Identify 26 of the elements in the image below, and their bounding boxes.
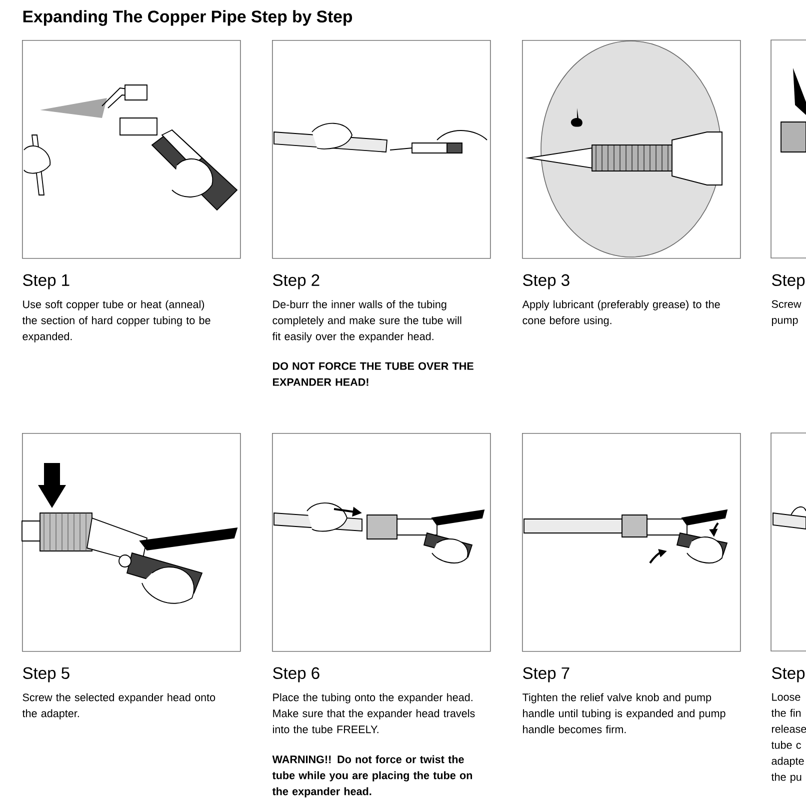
- step-heading: Step 2: [273, 274, 320, 290]
- step-heading: Step: [772, 667, 805, 682]
- step-heading: Step 7: [523, 667, 570, 682]
- step-heading: Step 6: [273, 667, 320, 682]
- picture-frame: [22, 40, 241, 259]
- instruction-text: Screw the selected expander head onto the adapter.: [22, 693, 216, 720]
- step-heading: Step 1: [23, 274, 70, 290]
- instruction-text: Tighten the relief valve knob and pump handle until tubing is expanded and pump handle becomes firm.: [522, 693, 726, 734]
- picture-frame: [22, 433, 241, 652]
- instruction-text: De-burr the inner walls of the tubing completely and make sure the tube will fit easily over the expander head.: [272, 300, 462, 342]
- warning-text: WARNING!! Do not force or twist the tube while you are placing the tube on the expander head.: [272, 755, 472, 798]
- picture-frame: [272, 433, 491, 652]
- picture-frame: [770, 40, 806, 258]
- title: Expanding The Copper Pipe Step by Step: [23, 10, 352, 26]
- instruction-text: Use soft copper tube or heat (anneal) the section of hard copper tubing to be expanded.: [22, 300, 210, 342]
- instruction-text: Place the tubing onto the expander head. Make sure that the expander head travels into the tube FREELY.: [273, 693, 475, 734]
- instruction-text: Loose the fin release tube c adapte the pu: [771, 693, 806, 783]
- instruction-text: Apply lubricant (preferably grease) to the cone before using.: [522, 300, 720, 326]
- instruction-text: Screw pump: [772, 300, 802, 326]
- step-heading: Step 5: [23, 667, 70, 682]
- step-heading: Step 3: [523, 274, 570, 290]
- picture-frame: [770, 432, 806, 652]
- step-heading: Step: [772, 274, 805, 290]
- warning-text: DO NOT FORCE THE TUBE OVER THE EXPANDER HEAD!: [273, 362, 474, 386]
- picture-frame: [272, 40, 491, 259]
- picture-frame: [522, 433, 741, 652]
